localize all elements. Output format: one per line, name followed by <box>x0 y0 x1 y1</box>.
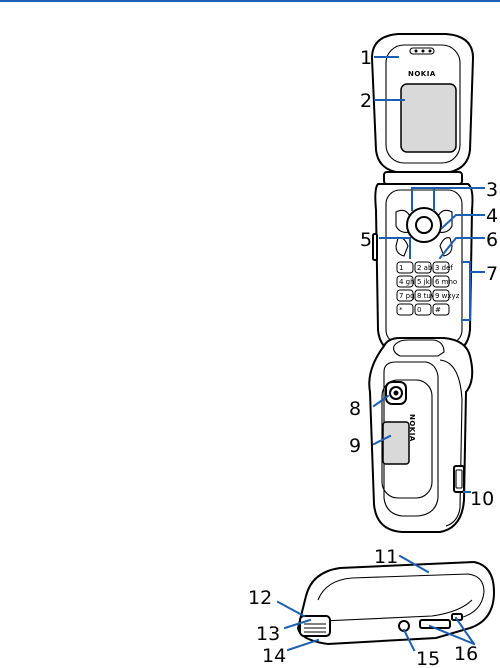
callout-3: 3 <box>486 179 498 201</box>
pop-port-connector <box>300 616 330 636</box>
callout-14: 14 <box>262 645 286 667</box>
callout-6: 6 <box>486 229 498 251</box>
callout-10: 10 <box>470 488 494 510</box>
keypad-key-label: 3 def <box>435 264 453 272</box>
callout-2: 2 <box>360 90 372 112</box>
callout-7: 7 <box>486 263 498 285</box>
main-display <box>401 84 456 152</box>
closed-phone-cover-view: NOKIA <box>369 338 472 532</box>
callout-4: 4 <box>486 205 498 227</box>
callout-11: 11 <box>374 546 398 568</box>
keypad-key-label: 9 wxyz <box>435 292 460 300</box>
keypad-key-label: 0 <box>417 306 421 314</box>
data-connector <box>420 620 450 628</box>
keypad-key-label: # <box>435 306 441 314</box>
callout-12: 12 <box>248 587 272 609</box>
keypad-key-label: * <box>399 306 403 314</box>
keypad-key-label: 1 <box>399 264 403 272</box>
callout-5: 5 <box>360 229 372 251</box>
keypad-key-label: 5 jkl <box>417 278 432 286</box>
cover-display <box>383 422 409 464</box>
callout-9: 9 <box>349 435 361 457</box>
brand-logo-front: NOKIA <box>408 70 436 78</box>
callout-15: 15 <box>416 648 440 668</box>
callout-1: 1 <box>360 47 372 69</box>
keypad-key-label: 4 ghi <box>399 278 417 286</box>
keypad-key-label: 8 tuv <box>417 292 435 300</box>
callout-16: 16 <box>454 643 478 665</box>
side-key <box>373 234 377 260</box>
keypad-key-label: 6 mno <box>435 278 457 286</box>
callout-8: 8 <box>349 398 361 420</box>
center-select-key <box>416 217 432 233</box>
callout-13: 13 <box>256 623 280 645</box>
hinge <box>384 172 462 184</box>
